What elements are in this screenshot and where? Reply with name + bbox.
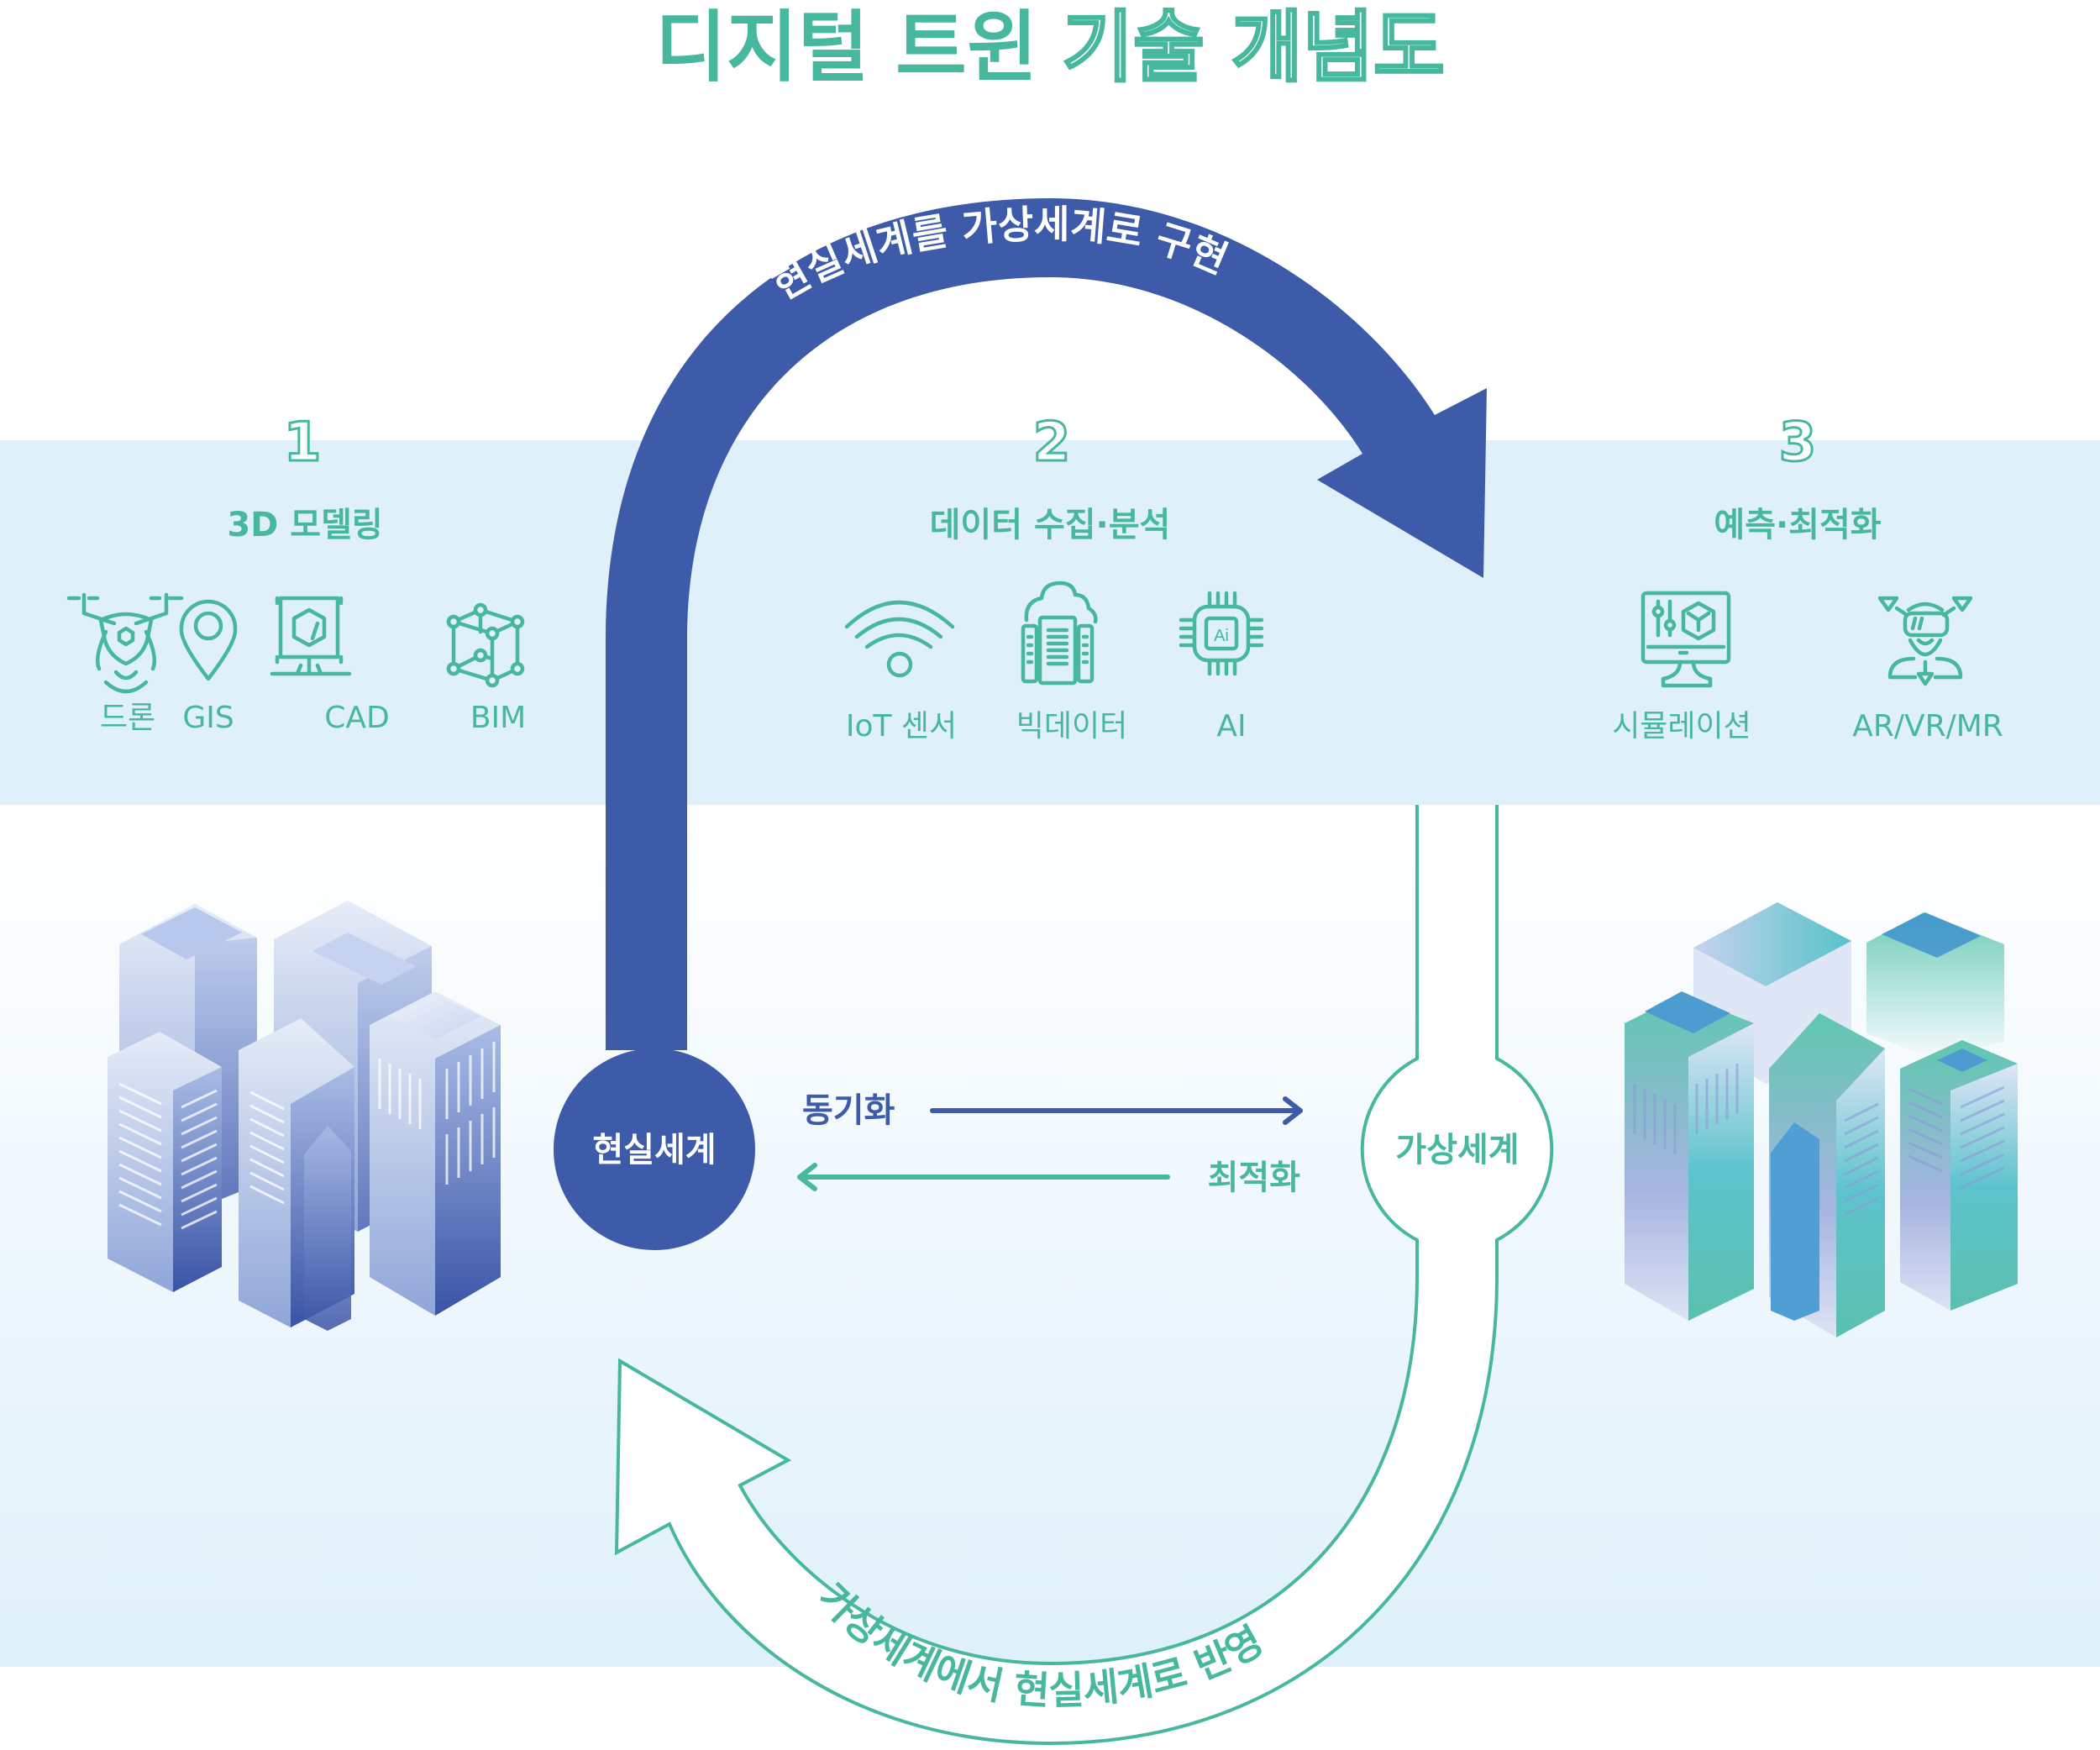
svg-text:Ai: Ai	[1214, 627, 1229, 645]
item-label: AR/VR/MR	[1852, 709, 2003, 744]
step-title: 3D 모델링	[227, 506, 382, 544]
map-pin-icon	[179, 599, 238, 681]
cad-screen-icon	[270, 596, 352, 676]
step-2: 2 데이터 수집·분석 IoT 센서 빅데이터 Ai AI	[844, 411, 1264, 744]
ai-chip-icon: Ai	[1179, 591, 1264, 676]
title-solid-part: 디지털 트윈	[655, 3, 1037, 92]
real-world-label: 현실세계	[592, 1131, 716, 1169]
svg-text:디지털 트윈 기술 개념도: 디지털 트윈 기술 개념도	[655, 3, 1445, 92]
item-label: AI	[1216, 709, 1246, 744]
title-outline-part: 기술 개념도	[1063, 3, 1445, 92]
cube-network-icon	[446, 602, 525, 688]
item-label: 시뮬레이션	[1612, 709, 1751, 744]
item-label: IoT 센서	[846, 709, 957, 744]
step-1: 1 3D 모델링 드론 GIS CAD	[66, 411, 526, 735]
page-title: 디지털 트윈 기술 개념도	[655, 2, 1446, 94]
simulation-monitor-icon	[1641, 591, 1731, 688]
item-label: 드론	[100, 701, 155, 735]
steps-band	[0, 440, 2100, 805]
step-number: 2	[1033, 412, 1071, 474]
virtual-world-label: 가상세계	[1395, 1131, 1519, 1169]
sync-label: 동기화	[802, 1091, 895, 1130]
sync-arrow: 동기화	[802, 1091, 1303, 1130]
real-city-buildings-illustration	[108, 901, 501, 1331]
step-title: 예측·최적화	[1714, 506, 1881, 544]
wifi-sensor-icon	[844, 600, 955, 678]
optimize-label: 최적화	[1208, 1159, 1301, 1197]
step-number: 1	[284, 412, 322, 474]
drone-icon	[66, 592, 184, 694]
item-label: 빅데이터	[1016, 709, 1127, 744]
step-title: 데이터 수집·분석	[930, 506, 1171, 544]
item-label: BIM	[470, 701, 526, 735]
item-label: GIS	[182, 701, 234, 735]
optimize-arrow: 최적화	[797, 1159, 1301, 1197]
step-number: 3	[1779, 412, 1817, 474]
arrow-left-icon	[797, 1163, 817, 1191]
virtual-city-buildings-illustration	[1625, 902, 2018, 1337]
real-world-node: 현실세계	[554, 1048, 755, 1250]
vr-headset-person-icon	[1877, 596, 1973, 686]
server-cloud-icon	[1021, 581, 1098, 686]
step-3: 3 예측·최적화 시뮬레이션 AR/VR/MR	[1612, 411, 2003, 744]
arrow-right-icon	[1283, 1096, 1303, 1125]
item-label: CAD	[324, 701, 389, 735]
